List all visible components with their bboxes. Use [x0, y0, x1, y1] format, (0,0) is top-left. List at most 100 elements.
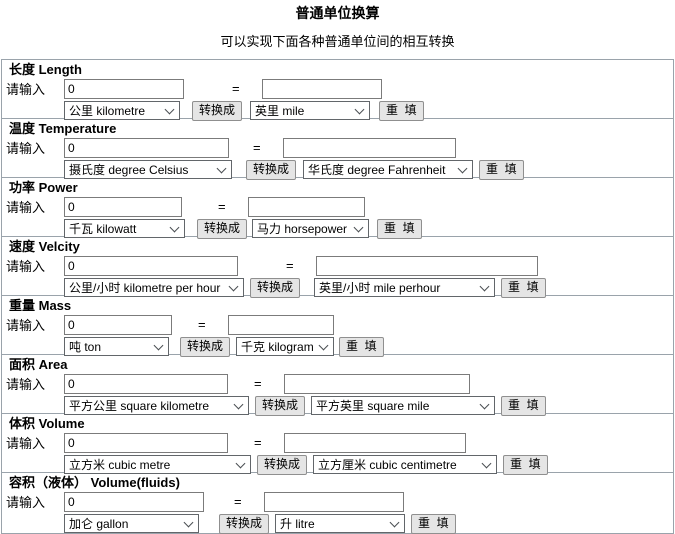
section-temperature: 温度 Temperature 请输入 = 摄氏度 degree Celsius … — [2, 119, 673, 180]
convert-button[interactable]: 转换成 — [197, 218, 248, 239]
unit-line: 平方公里 square kilometre 转换成 平方英里 square mi… — [64, 395, 673, 416]
from-value-input[interactable] — [64, 78, 184, 99]
equals-sign: = — [218, 199, 226, 214]
reset-button[interactable]: 重 填 — [411, 513, 456, 534]
from-unit-select[interactable]: 吨 ton — [64, 337, 169, 356]
input-prompt-label: 请输入 — [6, 318, 46, 333]
from-unit-value: 立方米 cubic metre — [69, 458, 171, 472]
value-line: 请输入 = — [6, 432, 673, 453]
unit-line: 千瓦 kilowatt 转换成 马力 horsepower 重 填 — [64, 218, 673, 239]
to-value-input[interactable] — [283, 432, 466, 453]
from-unit-select[interactable]: 立方米 cubic metre — [64, 455, 251, 474]
section-title: 温度 Temperature — [9, 121, 117, 136]
from-value-input[interactable] — [64, 196, 182, 217]
to-value-input[interactable] — [247, 196, 365, 217]
section-volume: 体积 Volume 请输入 = 立方米 cubic metre 转换成 立方厘米… — [2, 414, 673, 475]
equals-sign: = — [234, 494, 242, 509]
input-prompt-label: 请输入 — [6, 259, 46, 274]
to-unit-value: 英里/小时 mile perhour — [319, 281, 441, 295]
to-unit-select[interactable]: 平方英里 square mile — [311, 396, 496, 415]
from-value-input[interactable] — [64, 314, 172, 335]
section-length: 长度 Length 请输入 = 公里 kilometre 转换成 英里 mile… — [2, 60, 673, 121]
chevron-down-icon — [389, 517, 400, 527]
input-prompt-label: 请输入 — [6, 200, 46, 215]
from-value-input[interactable] — [64, 491, 204, 512]
equals-sign: = — [254, 376, 262, 391]
to-unit-select[interactable]: 华氏度 degree Fahrenheit — [303, 160, 474, 179]
reset-button[interactable]: 重 填 — [379, 100, 424, 121]
convert-button[interactable]: 转换成 — [219, 513, 270, 534]
chevron-down-icon — [183, 517, 194, 527]
to-unit-select[interactable]: 升 litre — [275, 514, 406, 533]
to-unit-value: 立方厘米 cubic centimetre — [318, 458, 457, 472]
equals-sign: = — [198, 317, 206, 332]
chevron-down-icon — [354, 104, 365, 114]
from-unit-select[interactable]: 公里 kilometre — [64, 101, 180, 120]
chevron-down-icon — [479, 399, 490, 409]
reset-button[interactable]: 重 填 — [339, 336, 384, 357]
from-value-input[interactable] — [64, 432, 228, 453]
chevron-down-icon — [233, 399, 244, 409]
equals-sign: = — [254, 435, 262, 450]
from-unit-value: 加仑 gallon — [69, 517, 129, 531]
section-title: 功率 Power — [9, 180, 78, 195]
converter-table: 长度 Length 请输入 = 公里 kilometre 转换成 英里 mile… — [1, 59, 674, 534]
section-title: 面积 Area — [9, 357, 68, 372]
chevron-down-icon — [216, 163, 227, 173]
chevron-down-icon — [479, 281, 490, 291]
unit-line: 公里 kilometre 转换成 英里 mile 重 填 — [64, 100, 673, 121]
from-value-input[interactable] — [64, 255, 238, 276]
convert-button[interactable]: 转换成 — [246, 159, 297, 180]
from-unit-select[interactable]: 加仑 gallon — [64, 514, 199, 533]
to-unit-select[interactable]: 英里/小时 mile perhour — [314, 278, 496, 297]
to-value-input[interactable] — [227, 314, 334, 335]
convert-button[interactable]: 转换成 — [257, 454, 308, 475]
to-unit-select[interactable]: 立方厘米 cubic centimetre — [313, 455, 498, 474]
equals-sign: = — [286, 258, 294, 273]
section-area: 面积 Area 请输入 = 平方公里 square kilometre 转换成 … — [2, 355, 673, 416]
unit-line: 立方米 cubic metre 转换成 立方厘米 cubic centimetr… — [64, 454, 673, 475]
to-unit-select[interactable]: 千克 kilogram — [236, 337, 335, 356]
from-unit-select[interactable]: 千瓦 kilowatt — [64, 219, 185, 238]
to-unit-select[interactable]: 英里 mile — [250, 101, 371, 120]
from-value-input[interactable] — [64, 137, 229, 158]
from-unit-select[interactable]: 摄氏度 degree Celsius — [64, 160, 232, 179]
from-unit-select[interactable]: 公里/小时 kilometre per hour — [64, 278, 244, 297]
convert-button[interactable]: 转换成 — [192, 100, 243, 121]
from-unit-value: 摄氏度 degree Celsius — [69, 163, 189, 177]
to-value-input[interactable] — [315, 255, 538, 276]
reset-button[interactable]: 重 填 — [501, 277, 546, 298]
from-unit-value: 吨 ton — [69, 340, 102, 354]
to-value-input[interactable] — [282, 137, 456, 158]
reset-button[interactable]: 重 填 — [479, 159, 524, 180]
unit-line: 加仑 gallon 转换成 升 litre 重 填 — [64, 513, 673, 534]
unit-line: 摄氏度 degree Celsius 转换成 华氏度 degree Fahren… — [64, 159, 673, 180]
to-value-input[interactable] — [261, 78, 382, 99]
chevron-down-icon — [235, 458, 246, 468]
section-title: 长度 Length — [9, 62, 82, 77]
from-value-input[interactable] — [64, 373, 228, 394]
value-line: 请输入 = — [6, 78, 673, 99]
from-unit-value: 公里 kilometre — [69, 104, 146, 118]
equals-sign: = — [253, 140, 261, 155]
chevron-down-icon — [318, 340, 329, 350]
section-title: 速度 Velcity — [9, 239, 80, 254]
to-unit-select[interactable]: 马力 horsepower — [252, 219, 370, 238]
reset-button[interactable]: 重 填 — [501, 395, 546, 416]
convert-button[interactable]: 转换成 — [255, 395, 306, 416]
reset-button[interactable]: 重 填 — [503, 454, 548, 475]
from-unit-value: 千瓦 kilowatt — [69, 222, 137, 236]
to-value-input[interactable] — [263, 491, 404, 512]
to-value-input[interactable] — [283, 373, 470, 394]
reset-button[interactable]: 重 填 — [377, 218, 422, 239]
convert-button[interactable]: 转换成 — [180, 336, 231, 357]
unit-line: 吨 ton 转换成 千克 kilogram 重 填 — [64, 336, 673, 357]
chevron-down-icon — [353, 222, 364, 232]
input-prompt-label: 请输入 — [6, 82, 46, 97]
from-unit-select[interactable]: 平方公里 square kilometre — [64, 396, 249, 415]
section-title: 容积（液体） Volume(fluids) — [9, 475, 180, 490]
convert-button[interactable]: 转换成 — [250, 277, 301, 298]
to-unit-value: 马力 horsepower — [257, 222, 348, 236]
value-line: 请输入 = — [6, 314, 673, 335]
to-unit-value: 平方英里 square mile — [316, 399, 430, 413]
